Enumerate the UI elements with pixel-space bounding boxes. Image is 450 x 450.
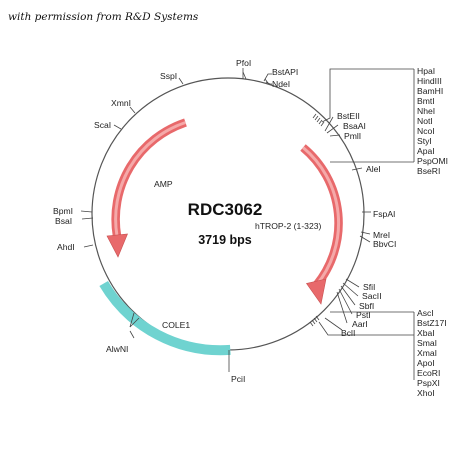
- site-mcs-top: NheI: [417, 106, 435, 116]
- site-sfii: SfiI: [363, 282, 375, 292]
- site-bsteii: BstEII: [337, 111, 360, 121]
- plasmid-size: 3719 bps: [198, 233, 252, 247]
- site-bsaai: BsaAI: [343, 121, 366, 131]
- site-mcs-top: BseRI: [417, 166, 440, 176]
- site-mcs-bottom: AscI: [417, 308, 434, 318]
- site-sacii: SacII: [362, 291, 382, 301]
- site-mcs-top: StyI: [417, 136, 432, 146]
- site-sspi: SspI: [160, 71, 177, 81]
- site-xmni: XmnI: [111, 98, 131, 108]
- site-pmli: PmlI: [344, 131, 361, 141]
- site-ahdi: AhdI: [57, 242, 75, 252]
- site-mcs-bottom: EcoRI: [417, 368, 440, 378]
- site-mcs-top: NotI: [417, 116, 433, 126]
- site-mcs-bottom: XhoI: [417, 388, 435, 398]
- site-sbfi: SbfI: [359, 301, 374, 311]
- site-mcs-bottom: XmaI: [417, 348, 437, 358]
- site-mcs-bottom: BstZ17I: [417, 318, 447, 328]
- site-pfoi: PfoI: [236, 58, 251, 68]
- site-mcs-top: BamHI: [417, 86, 443, 96]
- mcs-top-ticks: [312, 113, 325, 127]
- mcs-top-list: HpaI HindIII BamHI BmtI NheI NotI NcoI S…: [417, 66, 448, 176]
- site-mcs-top: ApaI: [417, 146, 435, 156]
- plasmid-name: RDC3062: [188, 200, 263, 219]
- site-bstapi: BstAPI: [272, 67, 298, 77]
- site-mcs-bottom: ApoI: [417, 358, 435, 368]
- site-fspai: FspAI: [373, 209, 395, 219]
- site-mcs-top: HpaI: [417, 66, 435, 76]
- credit-text: with permission from R&D Systems: [8, 11, 199, 23]
- site-bbvci: BbvCI: [373, 239, 396, 249]
- site-mrei: MreI: [373, 230, 390, 240]
- site-mcs-bottom: XbaI: [417, 328, 435, 338]
- site-alei: AleI: [366, 164, 381, 174]
- site-mcs-bottom: SmaI: [417, 338, 437, 348]
- mcs-bottom-ticks: [309, 315, 320, 327]
- amp-label: AMP: [154, 179, 173, 189]
- site-ndei: NdeI: [272, 79, 290, 89]
- site-bcli: BclI: [341, 328, 355, 338]
- htrop2-label: hTROP-2 (1-323): [255, 221, 322, 231]
- site-psti: PstI: [356, 310, 371, 320]
- site-mcs-top: BmtI: [417, 96, 435, 106]
- cole1-label: COLE1: [162, 320, 190, 330]
- site-bpmi: BpmI: [53, 206, 73, 216]
- site-mcs-top: PspOMI: [417, 156, 448, 166]
- site-alwni: AlwNI: [106, 344, 128, 354]
- site-pcii: PciI: [231, 374, 245, 384]
- amp-resistance-arrow: [106, 118, 187, 258]
- htrop2-insert-arrow: [300, 144, 343, 305]
- site-mcs-top: NcoI: [417, 126, 435, 136]
- cole1-origin-arc: [99, 280, 231, 356]
- site-mcs-bottom: PspXI: [417, 378, 440, 388]
- mcs-bottom-list: AscI BstZ17I XbaI SmaI XmaI ApoI EcoRI P…: [417, 308, 447, 398]
- site-bsai: BsaI: [55, 216, 72, 226]
- site-mcs-top: HindIII: [417, 76, 442, 86]
- site-scai: ScaI: [94, 120, 111, 130]
- site-aari: AarI: [352, 319, 368, 329]
